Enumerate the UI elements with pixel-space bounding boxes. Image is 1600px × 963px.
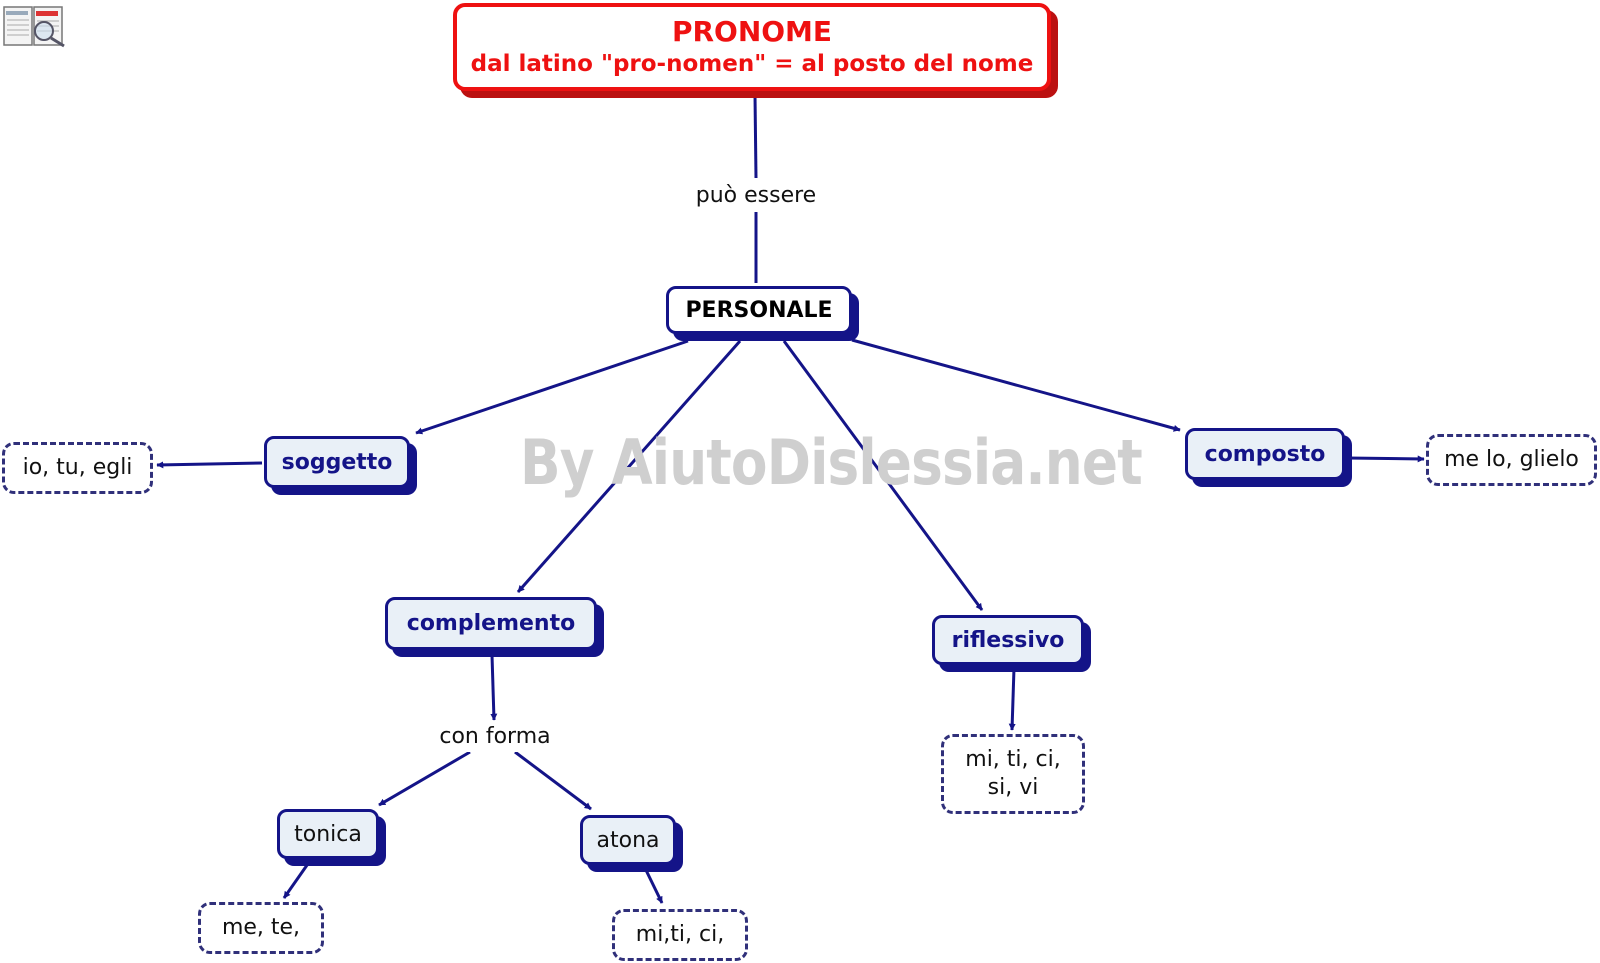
concept-soggetto[interactable]: soggetto [264, 436, 410, 488]
examples-tonica: me, te, [198, 902, 324, 954]
arrow-soggetto-to-examples [156, 461, 263, 469]
examples-riflessivo-line1: mi, ti, ci, [965, 747, 1061, 772]
arrow-composto-to-examples [1346, 455, 1425, 463]
arrow-link-to-atona [514, 750, 592, 811]
title-node-pronome: PRONOME dal latino "pro-nomen" = al post… [453, 3, 1051, 91]
concept-tonica[interactable]: tonica [277, 809, 379, 859]
page-subtitle: dal latino "pro-nomen" = al posto del no… [470, 51, 1034, 77]
arrow-riflessivo-to-examples [1008, 667, 1016, 731]
arrow-personale-to-composto [851, 338, 1181, 432]
watermark: By AiutoDislessia.net [520, 426, 1143, 499]
concept-composto[interactable]: composto [1185, 428, 1345, 480]
arrow-personale-to-riflessivo [782, 340, 984, 611]
examples-composto: me lo, glielo [1426, 434, 1597, 486]
link-label-con-forma: con forma [432, 722, 558, 752]
arrow-complemento-to-link [490, 654, 498, 721]
book-magnifier-icon [3, 6, 65, 48]
arrow-atona-to-examples [642, 865, 664, 904]
page-title: PRONOME [671, 15, 833, 48]
examples-atona: mi,ti, ci, [612, 909, 748, 961]
examples-riflessivo: mi, ti, ci, si, vi [941, 734, 1085, 814]
concept-riflessivo[interactable]: riflessivo [932, 615, 1084, 665]
examples-soggetto: io, tu, egli [2, 442, 153, 494]
arrow-tonica-to-examples [282, 857, 314, 899]
concept-atona[interactable]: atona [580, 815, 676, 865]
concept-personale[interactable]: PERSONALE [666, 286, 852, 334]
concept-complemento[interactable]: complemento [385, 597, 597, 650]
arrow-link-to-tonica [378, 750, 471, 807]
arrow-personale-to-complemento [516, 340, 742, 593]
examples-riflessivo-line2: si, vi [987, 775, 1039, 800]
link-label-puo-essere: può essere [694, 181, 818, 211]
line-title-to-link [753, 94, 758, 179]
arrow-personale-to-soggetto [415, 339, 689, 435]
